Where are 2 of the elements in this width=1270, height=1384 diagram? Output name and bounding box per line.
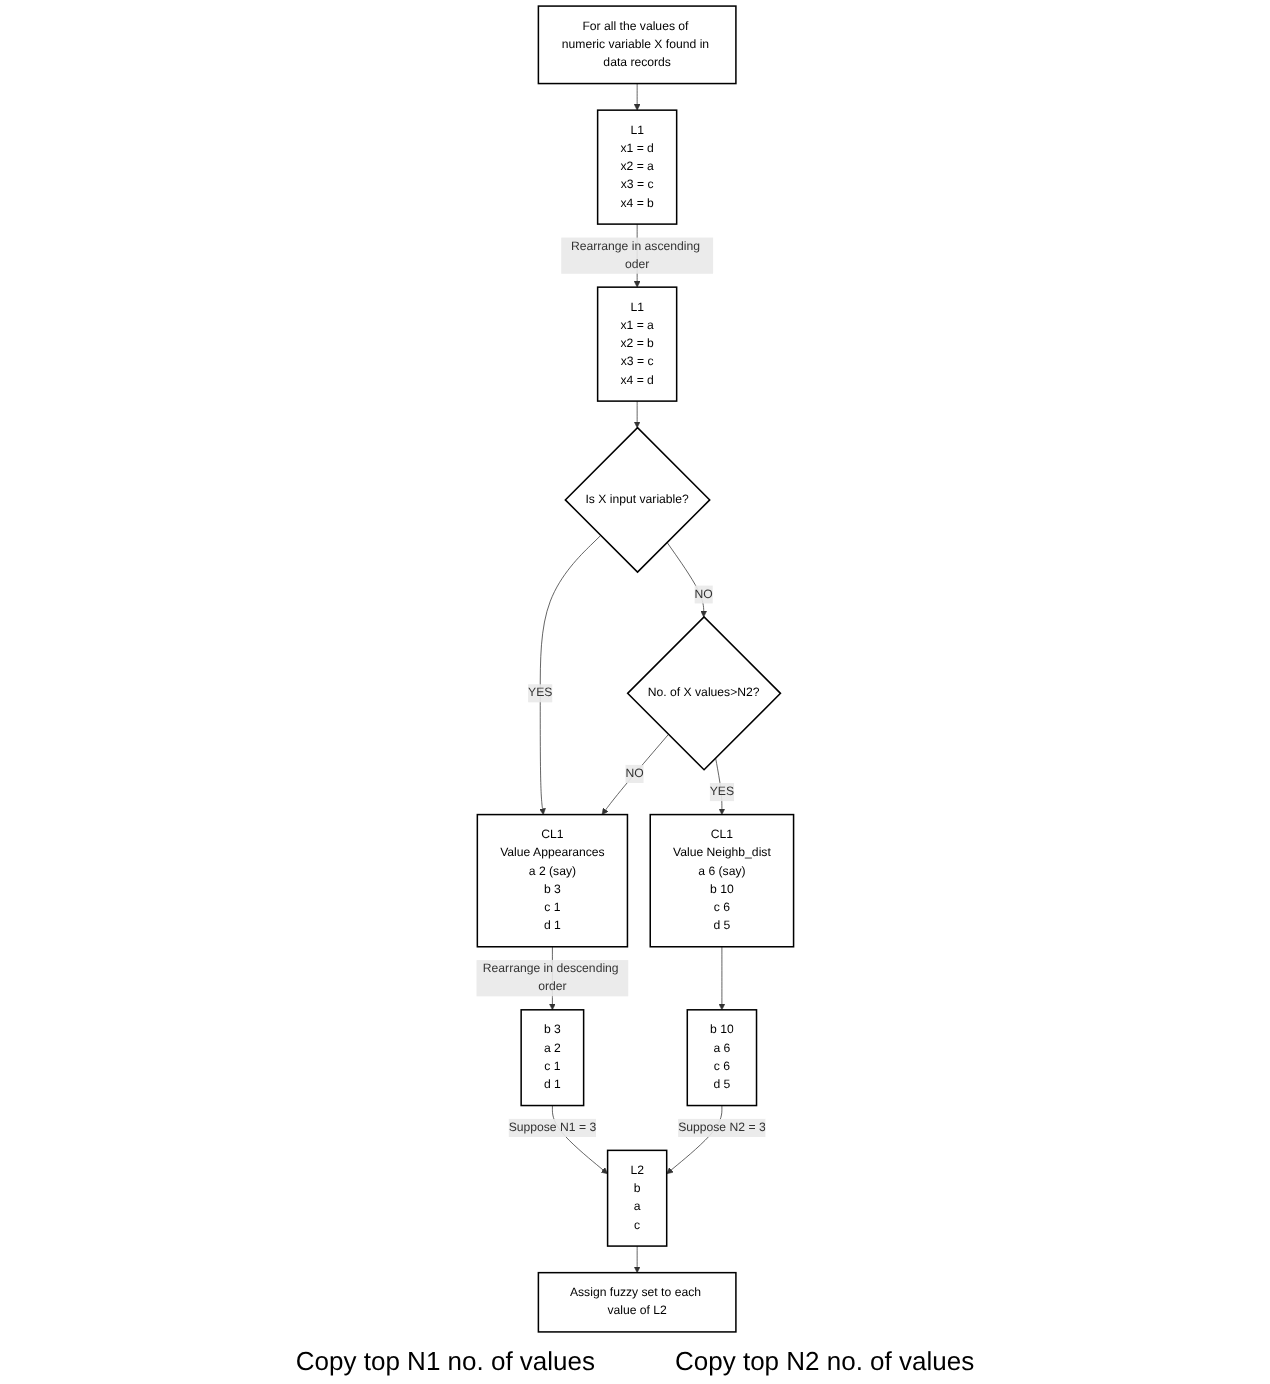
note-text: Copy top N1 no. of values — [295, 1346, 595, 1376]
note-text: Copy top N2 no. of values — [675, 1346, 975, 1376]
